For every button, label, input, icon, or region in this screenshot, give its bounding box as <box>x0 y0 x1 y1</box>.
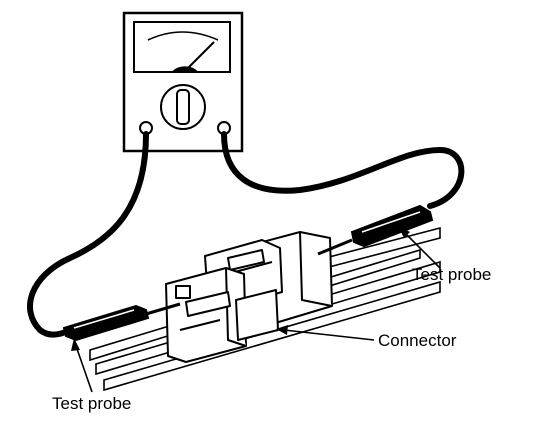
meter-display <box>133 21 231 73</box>
test-probe-right <box>317 204 434 256</box>
wire-left <box>27 131 149 338</box>
leader-arrow-left-probe <box>71 338 93 393</box>
leader-arrow-connector <box>276 325 375 341</box>
test-probe-right-label: Test probe <box>412 265 492 284</box>
multimeter-icon <box>122 11 244 153</box>
leader-arrow-right-probe <box>398 226 441 269</box>
test-probe-left-label: Test probe <box>52 394 132 413</box>
selector-knob-icon <box>160 84 206 130</box>
test-probe-left <box>62 302 181 342</box>
connector-body <box>165 231 333 363</box>
connector-label: Connector <box>378 331 457 350</box>
meter-needle <box>185 41 215 71</box>
wire-right <box>221 131 465 209</box>
